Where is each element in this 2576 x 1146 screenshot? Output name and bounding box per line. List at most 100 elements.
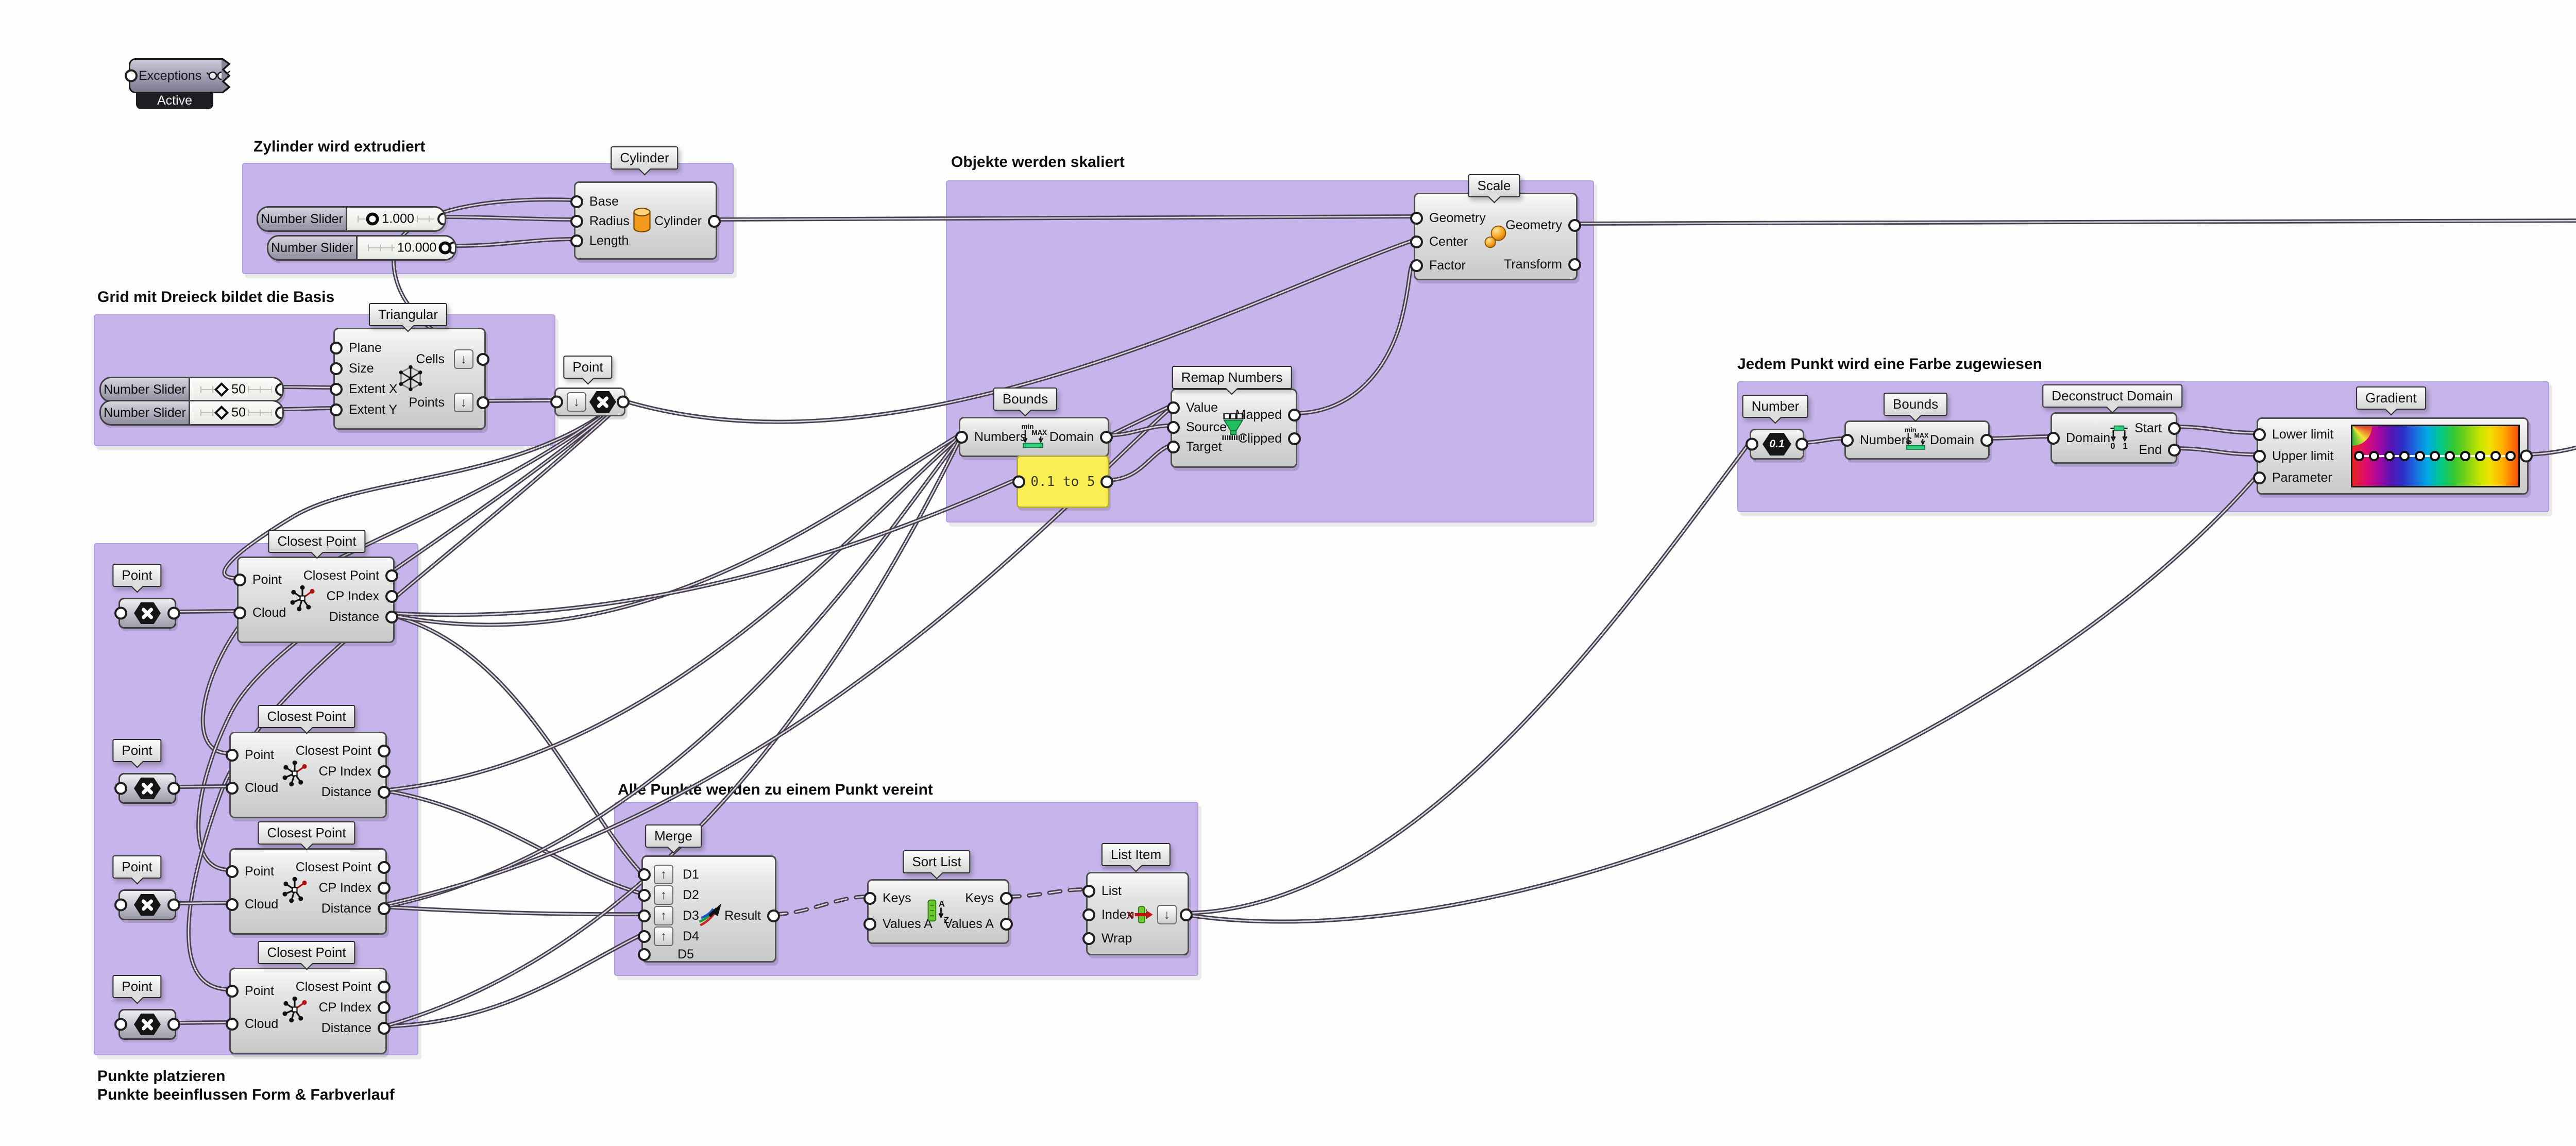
gradient-grip-dot[interactable] [2384,451,2395,461]
input-grip[interactable] [1082,884,1095,898]
input-grip[interactable] [330,341,343,355]
slider-extent-y-track[interactable]: 50 [190,401,282,424]
input-grip[interactable] [226,898,239,911]
input-grip[interactable] [1410,259,1423,272]
input-grip[interactable] [955,430,968,444]
input-grip[interactable] [1167,401,1180,414]
slider-radius[interactable]: Number Slider 1.000 [257,206,446,232]
closest-point-component-2[interactable]: Point Cloud Closest Point CP Index Dista… [226,732,391,818]
output-grip[interactable] [378,785,391,799]
triangular-component[interactable]: Plane Size Extent X Extent Y ↓Cells ↓Poi… [330,328,489,430]
output-grip[interactable] [378,744,391,757]
input-grip[interactable] [638,868,651,881]
list-item-component[interactable]: List Index Wrap N ↓i [1082,872,1193,955]
exceptions-input-grip[interactable] [125,69,138,82]
input-grip[interactable] [1082,932,1095,945]
input-grip[interactable] [570,234,583,247]
gradient-grip-dot[interactable] [2354,451,2364,461]
input-grip[interactable] [226,984,239,998]
input-grip[interactable] [1167,420,1180,434]
slider-length-track[interactable]: 10.000 [358,237,455,259]
output-grip[interactable] [167,782,180,795]
input-grip[interactable] [226,781,239,795]
output-grip[interactable] [378,861,391,874]
output-grip[interactable] [767,909,780,922]
flatten-icon[interactable]: ↓ [454,393,473,412]
input-grip[interactable] [114,1018,127,1031]
output-grip[interactable] [378,1021,391,1035]
slider-knob[interactable] [214,382,229,397]
input-grip[interactable] [233,573,246,586]
output-grip[interactable] [477,352,489,366]
scale-component[interactable]: Geometry Center Factor Geometry Transfor… [1410,193,1581,280]
input-grip[interactable] [1745,437,1758,451]
point-param-1[interactable] [114,598,180,629]
input-grip[interactable] [863,917,876,931]
gradient-grip-dot[interactable] [2369,451,2380,461]
input-grip[interactable] [2047,431,2060,445]
panel-output-grip[interactable] [1100,475,1113,488]
output-grip[interactable] [378,980,391,993]
input-grip[interactable] [1167,440,1180,453]
remap-component[interactable]: Value Source Target Mapped Clipped [1167,389,1301,468]
flatten-icon[interactable]: ↓ [454,349,473,369]
output-grip[interactable] [1568,218,1581,232]
graft-icon[interactable]: ↑ [654,885,673,905]
slider-output-grip[interactable] [437,212,445,226]
gradient-grip-dot[interactable] [2445,451,2455,461]
output-grip[interactable] [1180,908,1193,921]
input-grip[interactable] [233,606,246,619]
slider-extent-x[interactable]: Number Slider 50 [99,377,284,402]
gradient-component[interactable]: Lower limit Upper limit Parameter [2253,417,2533,495]
flatten-icon[interactable]: ↓ [1157,905,1177,924]
input-grip[interactable] [1410,235,1423,248]
output-grip[interactable] [1000,917,1013,931]
output-grip[interactable] [2168,422,2181,435]
input-grip[interactable] [1082,908,1095,921]
input-grip[interactable] [2253,428,2266,441]
point-param-2[interactable] [114,773,180,804]
input-grip[interactable] [1841,433,1854,447]
input-grip[interactable] [114,606,127,620]
output-grip[interactable] [385,569,398,582]
graft-icon[interactable]: ↑ [654,926,673,946]
output-grip[interactable] [1100,430,1113,444]
output-grip[interactable] [385,610,398,623]
input-grip[interactable] [226,748,239,762]
input-grip[interactable] [226,1017,239,1031]
output-grip[interactable] [1288,408,1301,422]
output-grip[interactable] [167,606,180,620]
merge-component[interactable]: ↑D1 ↑D2 ↑D3 ↑D4 D5 Result [638,855,780,963]
gradient-grip-dot[interactable] [2399,451,2410,461]
slider-extent-y[interactable]: Number Slider 50 [99,400,284,426]
closest-point-component-4[interactable]: Point Cloud Closest Point CP Index Dista… [226,968,391,1054]
input-grip[interactable] [114,782,127,795]
gradient-grip-dot[interactable] [2490,451,2501,461]
point-hub-param[interactable]: ↓ [550,387,630,416]
input-grip[interactable] [638,888,651,902]
slider-knob[interactable] [366,212,379,226]
slider-length[interactable]: Number Slider 10.000 [267,235,456,261]
output-grip[interactable] [385,589,398,603]
input-grip[interactable] [863,891,876,905]
input-grip[interactable] [2253,449,2266,463]
output-grip[interactable] [1000,891,1013,905]
output-grip[interactable] [477,396,489,409]
gradient-grip-dot[interactable] [2460,451,2470,461]
graft-icon[interactable]: ↑ [654,865,673,884]
output-grip[interactable] [378,1001,391,1014]
closest-point-component-1[interactable]: Point Cloud Closest Point CP Index Dista… [233,557,398,643]
gradient-grip-dot[interactable] [2414,451,2425,461]
input-grip[interactable] [638,930,651,943]
gradient-grip-dot[interactable] [2429,451,2440,461]
gradient-grip-dot[interactable] [2475,451,2486,461]
point-param-3[interactable] [114,889,180,920]
input-grip[interactable] [226,865,239,878]
gradient-output-grip[interactable] [2520,449,2533,463]
slider-knob[interactable] [214,405,229,420]
slider-radius-track[interactable]: 1.000 [347,208,445,230]
slider-extent-x-track[interactable]: 50 [190,378,282,401]
